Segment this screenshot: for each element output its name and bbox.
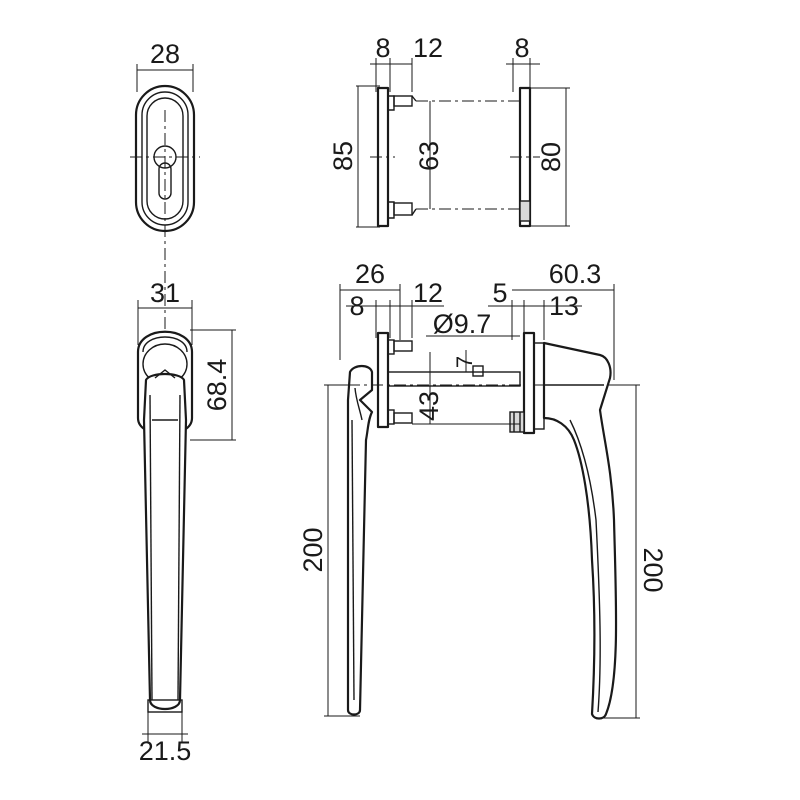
dim-top-spindle-12: 12 [413, 33, 443, 63]
dim-spindle-diameter: Ø9.7 [433, 309, 492, 339]
dim-offset-8: 8 [349, 291, 364, 321]
dim-rose-height-80: 80 [536, 142, 566, 172]
dim-lever-drop: 68.4 [202, 359, 232, 412]
dim-length-200-left: 200 [298, 527, 328, 572]
handle-side-assembly: 26 8 12 Ø9.7 7 43 5 13 60.3 200 [298, 259, 668, 720]
dim-front-width-31: 31 [150, 278, 180, 308]
escutcheon-side-view: 8 12 85 63 8 80 [328, 33, 570, 228]
dim-projection-26: 26 [355, 259, 385, 289]
dim-spindle-12: 12 [413, 278, 443, 308]
dim-rose-depth-8: 8 [514, 33, 529, 63]
dim-rose-width: 28 [150, 39, 180, 69]
dim-square-spindle: 7 [452, 356, 477, 368]
dim-top-offset-8: 8 [375, 33, 390, 63]
dim-handle-reach: 60.3 [549, 259, 602, 289]
dim-screw-spacing-43: 43 [414, 391, 444, 421]
dim-offset-5: 5 [492, 278, 507, 308]
dim-length-200-right: 200 [638, 547, 668, 592]
dim-offset-13: 13 [549, 291, 579, 321]
handle-front-view: 31 68.4 21.5 [136, 278, 236, 766]
dim-tip-width: 21.5 [139, 736, 192, 766]
dim-screw-spacing-63: 63 [414, 141, 444, 171]
dim-rose-height: 85 [328, 141, 358, 171]
